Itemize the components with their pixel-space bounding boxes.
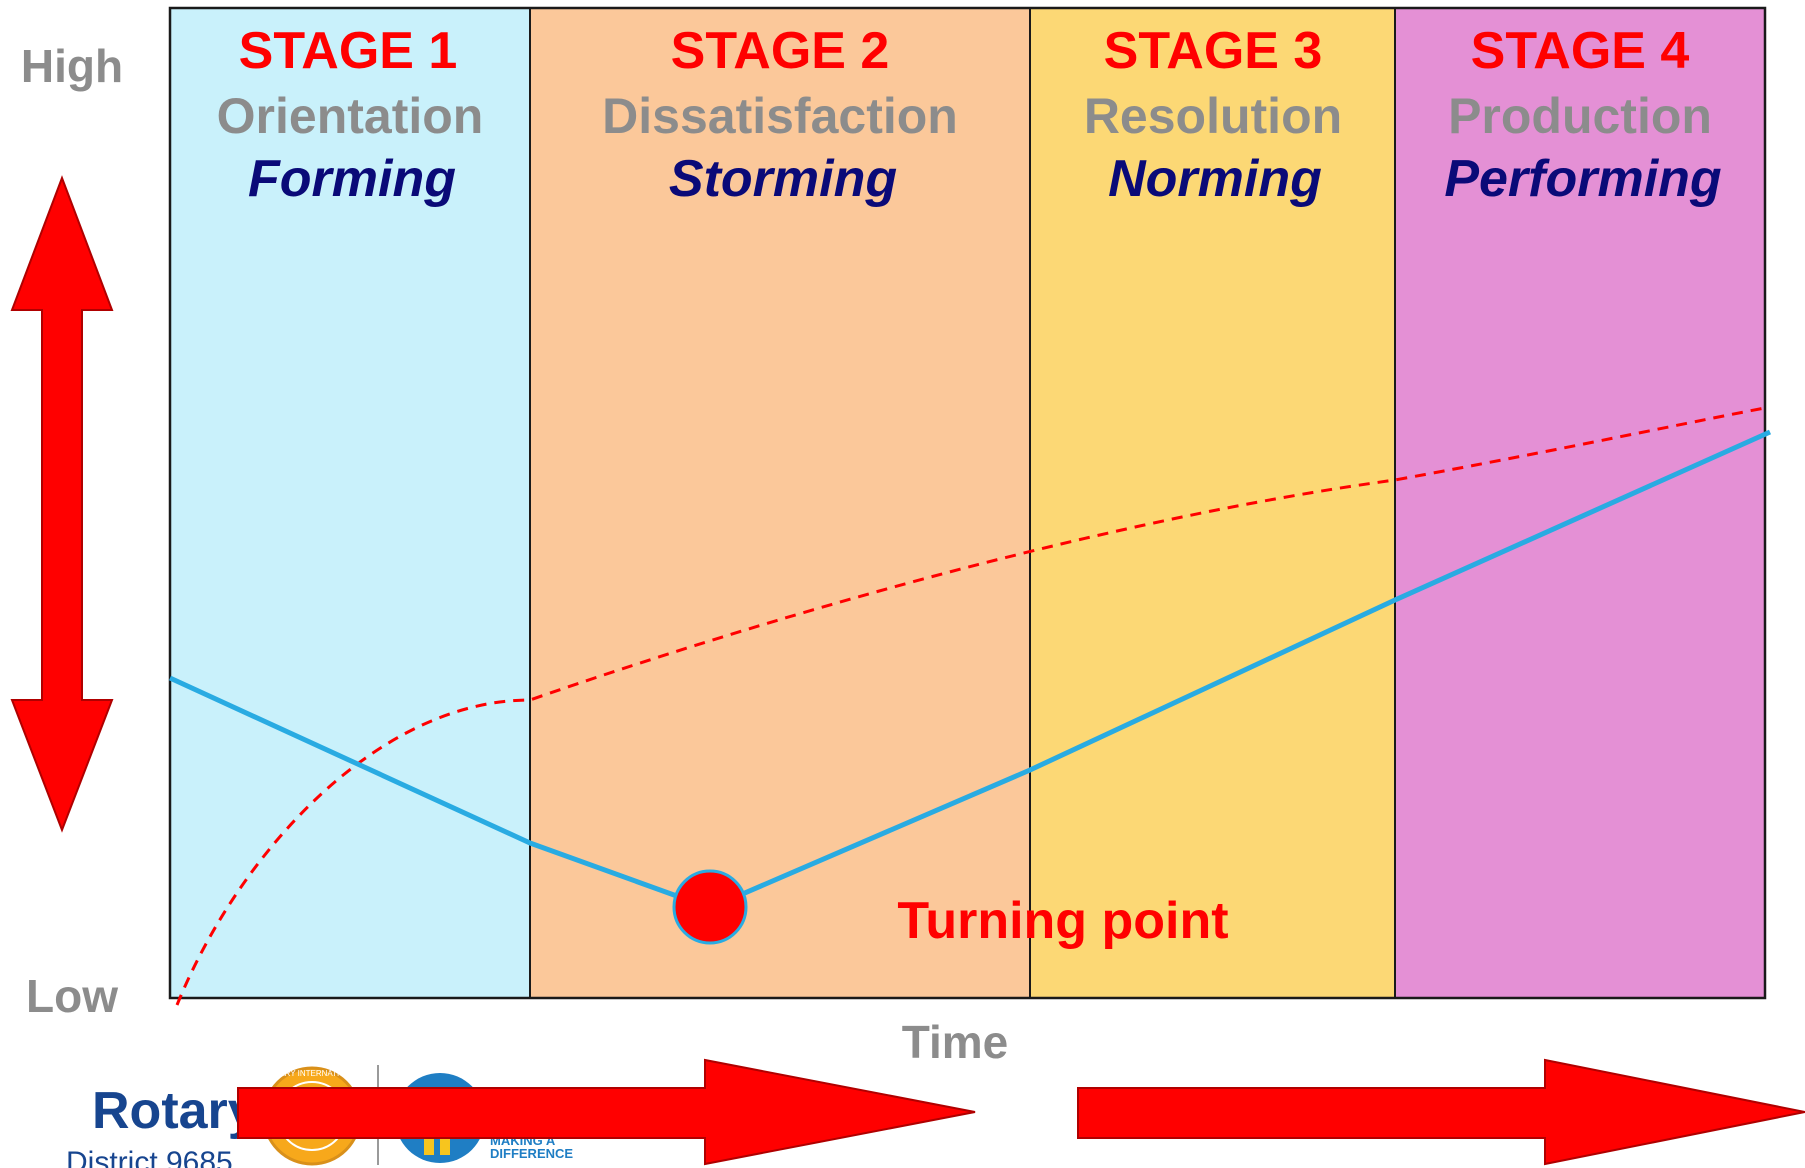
stage-2-number: STAGE 2 [671,22,890,80]
stage-3-panel [1030,8,1395,998]
stage-2-name: Dissatisfaction [602,88,958,144]
chart-frame [168,6,1767,1000]
productivity-curve [175,406,1766,1006]
stage-1-tuckman: Forming [248,150,456,208]
x-axis-time-label: Time [902,1016,1009,1068]
stage-1-panel [170,8,530,998]
stage-3-tuckman: Norming [1108,150,1322,208]
stage-1-number: STAGE 1 [239,22,458,80]
turning-point-marker [672,869,748,945]
district-text: District 9685 [66,1146,233,1168]
stage-1-name: Orientation [217,88,484,144]
turning-point-label: Turning point [897,892,1228,950]
vertical-double-arrow-icon [10,175,114,833]
stage-3-number: STAGE 3 [1104,22,1323,80]
rotary-seal-text: ROTARY INTERNATIONAL [263,1069,362,1078]
stage-4-number: STAGE 4 [1471,22,1690,80]
y-axis-low-label: Low [26,970,118,1022]
stage-2-panel [530,8,1030,998]
stage-3-name: Resolution [1084,88,1342,144]
stage-4-tuckman: Performing [1444,150,1721,208]
morale-line [168,429,1772,911]
time-arrow-left-icon [237,1058,976,1166]
stage-4-name: Production [1448,88,1712,144]
time-arrow-right-icon [1077,1058,1805,1166]
tagline-line-2: DIFFERENCE [490,1146,573,1161]
rotary-brand-text: Rotary [92,1082,257,1140]
stage-4-panel [1395,8,1765,998]
stage-2-tuckman: Storming [669,150,897,208]
y-axis-high-label: High [21,40,123,92]
